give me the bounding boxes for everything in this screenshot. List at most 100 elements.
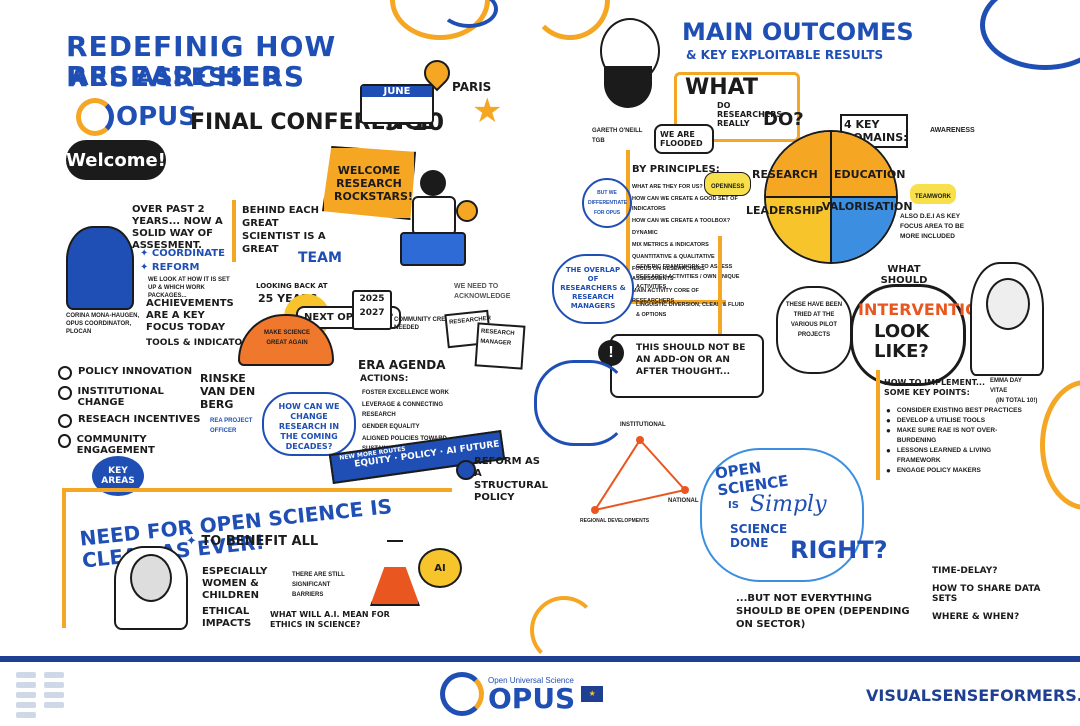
domains-pie (764, 130, 898, 264)
ai-label: AI (434, 562, 446, 574)
calendar-month: JUNE (362, 86, 432, 97)
look-at-text: WE LOOK AT HOW IT IS SET UP & WHICH WORK… (148, 277, 230, 299)
era-agenda: ERA AGENDA (358, 358, 446, 372)
blue-arc-decoration (440, 0, 498, 28)
impl-item: ●CONSIDER EXISTING BEST PRACTICES (886, 406, 1022, 415)
opus-o-icon (76, 98, 114, 136)
addon-box: ! THIS SHOULD NOT BE AN ADD-ON OR AN AFT… (598, 334, 764, 398)
partner-logo (44, 692, 64, 698)
question-item: TIME-DELAY? (932, 566, 998, 576)
speaker-gareth-caption: GARETH O'NEILL TGB (592, 128, 643, 144)
domain-education: EDUCATION (834, 168, 906, 181)
speaker1-portrait (66, 226, 134, 310)
impl-list: ●CONSIDER EXISTING BEST PRACTICES ●DEVEL… (886, 406, 1026, 476)
key-area-item: POLICY INNOVATION (58, 366, 208, 380)
impl-item: ●MAKE SURE RAE IS NOT OVER-BURDENING (886, 426, 998, 444)
opus-logo: OPUS (76, 98, 197, 136)
past-years-text: OVER PAST 2 YEARS... NOW A SOLID WAY OF … (132, 204, 223, 251)
key-areas-list: POLICY INNOVATION INSTITUTIONAL CHANGE R… (58, 360, 208, 462)
eu-flag-icon: ★ (581, 686, 604, 702)
opus-logo-text: OPUS (116, 102, 197, 132)
achievements-text: ACHIEVEMENTS ARE A KEY FOCUS TODAY (146, 298, 234, 333)
partner-logo (44, 682, 64, 688)
triangle-svg (591, 436, 689, 514)
openness-text: OPENNESS (711, 184, 745, 190)
footer-site-link[interactable]: VISUALSENSEFORMERS.COM (866, 686, 1080, 705)
flooded-box: WE ARE FLOODED (654, 124, 714, 154)
ai-ethics-text: WHAT WILL A.I. MEAN FOR ETHICS IN SCIENC… (270, 610, 390, 629)
blue-arc-right-top (980, 0, 1080, 70)
but-not-text: ...BUT NOT EVERYTHING SHOULD BE OPEN (DE… (736, 593, 910, 630)
what-box: WHAT DO RESEARCHERS REALLY DO? (674, 72, 804, 142)
orange-arc-bottom (530, 596, 598, 664)
addon-frame (718, 236, 722, 352)
key-area-item: COMMUNITY ENGAGEMENT (58, 434, 208, 456)
ai-brain-icon: AI (418, 548, 462, 588)
team-bracket (232, 200, 236, 262)
principle-item: HOW CAN WE CREATE A TOOLBOX? (632, 218, 731, 224)
teamwork-text: TEAMWORK (915, 194, 951, 200)
community-text: COMMUNITY CREATION NEEDED (394, 317, 464, 331)
how-implement: HOW TO IMPLEMENT... SOME KEY POINTS: (884, 378, 985, 397)
welcome-text: Welcome! (66, 149, 166, 171)
footer-opus-text: OPUS (488, 681, 576, 715)
orange-frame-top (62, 488, 452, 492)
reform-policy: REFORM AS A STRUCTURAL POLICY (474, 456, 548, 503)
speaker-gareth-portrait (586, 18, 670, 122)
openness-badge: OPENNESS (704, 172, 752, 196)
main-title-line2: ARE ASSESSED (70, 63, 283, 91)
question-item: HOW TO SHARE DATA SETS (932, 584, 1041, 604)
look-like-text: LOOK LIKE? (874, 321, 930, 362)
linguistic-text: LINGUISTIC DIVERSION, CLEAR & FLUID & OP… (636, 302, 745, 318)
dei-text: ALSO D.E.I AS KEY FOCUS AREA TO BE MORE … (900, 213, 965, 240)
domain-research: RESEARCH (752, 168, 818, 181)
speaker1-caption: CORINA MONA-HAUGEN, OPUS COORDINATOR, PL… (66, 313, 140, 335)
principle-item: DYNAMIC (632, 230, 658, 236)
speaker3-head (130, 554, 172, 602)
overlap-cloud: THE OVERLAP OF RESEARCHERS & RESEARCH MA… (552, 254, 634, 324)
rockstar-bubble: WELCOME RESEARCH ROCKSTARS! (322, 146, 416, 220)
triangle-diagram: INSTITUTIONAL NATIONAL REGIONAL DEVELOPM… (580, 420, 700, 530)
is-text: IS (728, 500, 739, 511)
principle-item: WHAT ARE THEY FOR US? (632, 184, 703, 190)
impl-item: ●LESSONS LEARNED & LIVING FRAMEWORK (886, 446, 992, 464)
principles-frame (626, 150, 726, 304)
key-areas-label: KEY AREAS (101, 466, 135, 486)
right-word: RIGHT? (790, 536, 888, 564)
benefit-text: ✦ TO BENEFIT ALL (186, 534, 319, 549)
in-total: (IN TOTAL 10!) (996, 398, 1038, 404)
triangle-national: NATIONAL (668, 498, 699, 504)
tried-text: THESE HAVE BEEN TRIED AT THE VARIOUS PIL… (785, 302, 843, 338)
star-icon: ★ (472, 92, 503, 130)
women-text: ESPECIALLY WOMEN & CHILDREN (202, 566, 268, 601)
but-we-bubble: BUT WE DIFFERENTIATE FOR OPUS (582, 178, 632, 228)
what-should: WHAT SHOULD (880, 264, 928, 286)
actions-label: ACTIONS: (360, 374, 409, 384)
triangle-institutional: INSTITUTIONAL (620, 422, 666, 428)
principle-item: QUANTITATIVE & QUALITATIVE (632, 254, 715, 260)
flask-icon (456, 200, 478, 222)
by-principles: BY PRINCIPLES: (632, 164, 720, 175)
footer-opus-o-icon (440, 672, 484, 716)
orange-arc-right-side (1040, 380, 1080, 510)
domain-valorisation: VALORISATION (822, 200, 913, 213)
tools-text: TOOLS & INDICATORS (146, 338, 256, 348)
rockstar-text: WELCOME RESEARCH ROCKSTARS! (334, 163, 413, 203)
impl-item: ●DEVELOP & UTILISE TOOLS (886, 416, 986, 425)
cap-text: MAKE SCIENCE GREAT AGAIN (263, 330, 310, 346)
addon-text: THIS SHOULD NOT BE AN ADD-ON OR AN AFTER… (636, 343, 746, 377)
principle-item: MIX METRICS & INDICATORS (632, 242, 709, 248)
bullet-reform: ✦ REFORM (140, 262, 200, 273)
but-we-text: BUT WE DIFFERENTIATE FOR OPUS (588, 190, 628, 216)
triangle-regional: REGIONAL DEVELOPMENTS (580, 518, 650, 524)
partner-logo (16, 692, 36, 698)
rinske-role: REA PROJECT OFFICER (210, 418, 253, 434)
question-item: WHERE & WHEN? (932, 612, 1020, 622)
ethical-text: ETHICAL IMPACTS (202, 606, 252, 629)
action-item: FOSTER EXCELLENCE WORK (362, 390, 450, 396)
key-area-item: RESEACH INCENTIVES (58, 414, 208, 428)
action-item: GENDER EQUALITY (362, 424, 420, 430)
tried-cloud: THESE HAVE BEEN TRIED AT THE VARIOUS PIL… (776, 286, 852, 374)
do-researchers-text: DO RESEARCHERS REALLY (717, 101, 783, 128)
main-outcomes-title: MAIN OUTCOMES (682, 18, 914, 46)
